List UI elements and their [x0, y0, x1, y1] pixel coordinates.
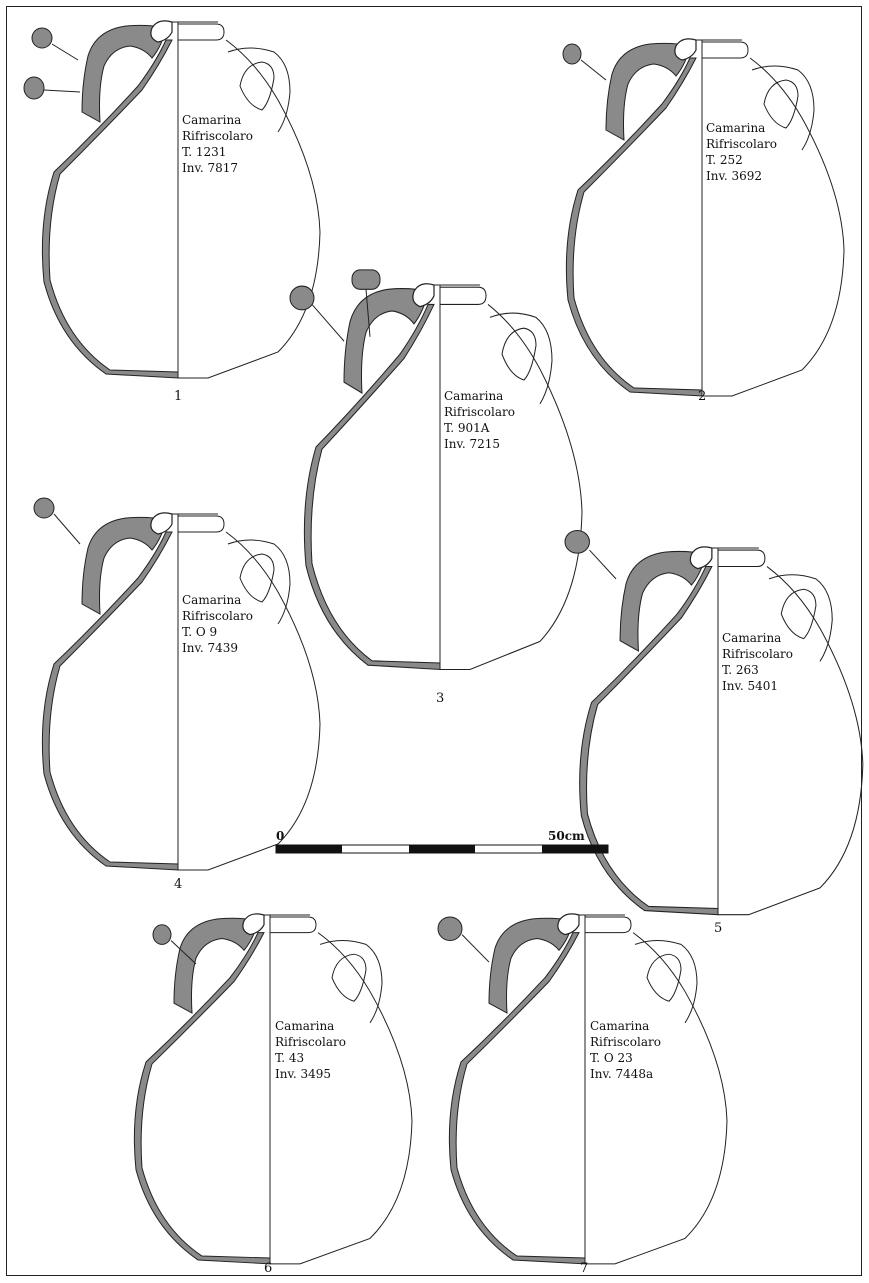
vessel-number: 5: [714, 921, 722, 936]
necropolis-label: Rifriscolaro: [275, 1035, 346, 1049]
necropolis-label: Rifriscolaro: [722, 647, 793, 661]
inventory-label: Inv. 3495: [275, 1067, 331, 1081]
vessel-number: 4: [174, 877, 182, 892]
necropolis-label: Rifriscolaro: [444, 405, 515, 419]
inventory-label: Inv. 7448a: [590, 1067, 653, 1081]
vessel-number: 6: [264, 1261, 272, 1276]
label-amphora-7: Camarina Rifriscolaro T. O 23 Inv. 7448a…: [580, 1019, 661, 1276]
necropolis-label: Rifriscolaro: [182, 129, 253, 143]
amphora-7: [437, 913, 728, 1265]
vessel-number: 2: [698, 389, 706, 404]
scale-end-label: 50cm: [548, 829, 585, 843]
site-label: Camarina: [706, 121, 765, 135]
site-label: Camarina: [444, 389, 503, 403]
necropolis-label: Rifriscolaro: [590, 1035, 661, 1049]
label-amphora-3: Camarina Rifriscolaro T. 901A Inv. 7215 …: [436, 389, 515, 706]
label-amphora-5: Camarina Rifriscolaro T. 263 Inv. 5401 5: [714, 631, 793, 936]
amphora-1: [23, 20, 321, 379]
inventory-label: Inv. 7439: [182, 641, 238, 655]
necropolis-label: Rifriscolaro: [706, 137, 777, 151]
vessel-number: 7: [580, 1261, 588, 1276]
vessel-number: 3: [436, 691, 444, 706]
tomb-label: T. 263: [722, 663, 759, 677]
inventory-label: Inv. 7215: [444, 437, 500, 451]
necropolis-label: Rifriscolaro: [182, 609, 253, 623]
tomb-label: T. 252: [706, 153, 743, 167]
site-label: Camarina: [275, 1019, 334, 1033]
vessel-number: 1: [174, 389, 182, 404]
amphora-2: [562, 38, 845, 397]
inventory-label: Inv. 3692: [706, 169, 762, 183]
tomb-label: T. O 23: [590, 1051, 633, 1065]
tomb-label: T. O 9: [182, 625, 217, 639]
site-label: Camarina: [590, 1019, 649, 1033]
tomb-label: T. 901A: [444, 421, 490, 435]
label-amphora-1: Camarina Rifriscolaro T. 1231 Inv. 7817 …: [174, 113, 253, 404]
site-label: Camarina: [722, 631, 781, 645]
scale-start-label: 0: [276, 829, 284, 843]
amphora-5: [564, 529, 864, 916]
label-amphora-2: Camarina Rifriscolaro T. 252 Inv. 3692 2: [698, 121, 777, 404]
label-amphora-4: Camarina Rifriscolaro T. O 9 Inv. 7439 4: [174, 593, 253, 892]
amphora-6: [133, 913, 413, 1265]
inventory-label: Inv. 7817: [182, 161, 238, 175]
site-label: Camarina: [182, 113, 241, 127]
scale-bar: 0 50cm: [275, 829, 609, 854]
tomb-label: T. 1231: [182, 145, 226, 159]
amphora-3: [289, 269, 583, 671]
site-label: Camarina: [182, 593, 241, 607]
amphora-4: [33, 497, 321, 871]
label-amphora-6: Camarina Rifriscolaro T. 43 Inv. 3495 6: [264, 1019, 346, 1276]
tomb-label: T. 43: [275, 1051, 304, 1065]
inventory-label: Inv. 5401: [722, 679, 778, 693]
